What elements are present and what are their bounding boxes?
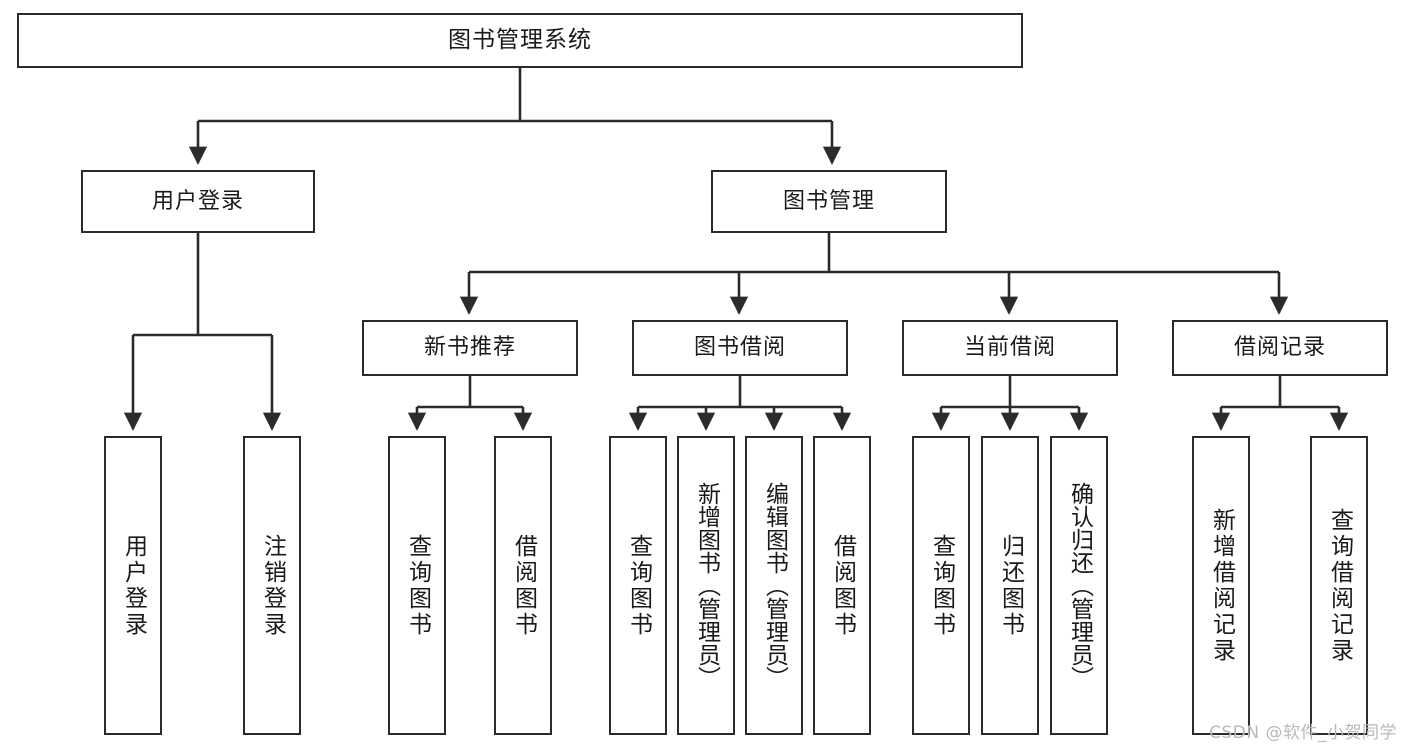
leaf-new-book-borrow[interactable]: 借阅图书: [494, 436, 552, 735]
node-label: 新增借阅记录: [1208, 507, 1235, 664]
node-label: 归还图书: [997, 533, 1024, 638]
node-label: 查询借阅记录: [1326, 507, 1353, 664]
node-label: 当前借阅: [963, 335, 1056, 361]
node-label: 编辑图书（管理员）: [761, 482, 788, 689]
node-label: 查询图书: [928, 533, 955, 638]
node-label: 查询图书: [404, 533, 431, 638]
node-user-login[interactable]: 用户登录: [81, 170, 315, 233]
node-label: 确认归还（管理员）: [1066, 482, 1093, 689]
leaf-current-borrow-confirm-admin[interactable]: 确认归还（管理员）: [1050, 436, 1108, 735]
node-new-book-recommendation[interactable]: 新书推荐: [362, 320, 578, 376]
node-root-book-management-system[interactable]: 图书管理系统: [17, 13, 1023, 68]
node-label: 借阅图书: [829, 533, 856, 638]
leaf-user-login-signin[interactable]: 用户登录: [104, 436, 162, 735]
node-label: 用户登录: [120, 533, 147, 638]
node-current-borrowing[interactable]: 当前借阅: [902, 320, 1118, 376]
leaf-current-borrow-return[interactable]: 归还图书: [981, 436, 1039, 735]
node-label: 新书推荐: [423, 335, 516, 361]
watermark-text: CSDN @软件_小贺同学: [1209, 723, 1397, 743]
node-label: 图书借阅: [693, 335, 786, 361]
leaf-borrow-record-add[interactable]: 新增借阅记录: [1192, 436, 1250, 735]
leaf-book-borrow-add-admin[interactable]: 新增图书（管理员）: [677, 436, 735, 735]
node-book-management[interactable]: 图书管理: [711, 170, 947, 233]
leaf-book-borrow-borrow[interactable]: 借阅图书: [813, 436, 871, 735]
node-label: 借阅图书: [510, 533, 537, 638]
node-label: 新增图书（管理员）: [693, 482, 720, 689]
node-borrow-records[interactable]: 借阅记录: [1172, 320, 1388, 376]
leaf-current-borrow-query[interactable]: 查询图书: [912, 436, 970, 735]
node-label: 查询图书: [625, 533, 652, 638]
leaf-book-borrow-edit-admin[interactable]: 编辑图书（管理员）: [745, 436, 803, 735]
leaf-borrow-record-query[interactable]: 查询借阅记录: [1310, 436, 1368, 735]
node-label: 用户登录: [151, 188, 244, 214]
node-label: 注销登录: [259, 533, 286, 638]
leaf-new-book-query[interactable]: 查询图书: [388, 436, 446, 735]
leaf-user-login-signout[interactable]: 注销登录: [243, 436, 301, 735]
leaf-book-borrow-query[interactable]: 查询图书: [609, 436, 667, 735]
node-label: 图书管理系统: [448, 27, 592, 54]
node-label: 图书管理: [782, 188, 875, 214]
node-label: 借阅记录: [1233, 335, 1326, 361]
node-book-borrowing[interactable]: 图书借阅: [632, 320, 848, 376]
